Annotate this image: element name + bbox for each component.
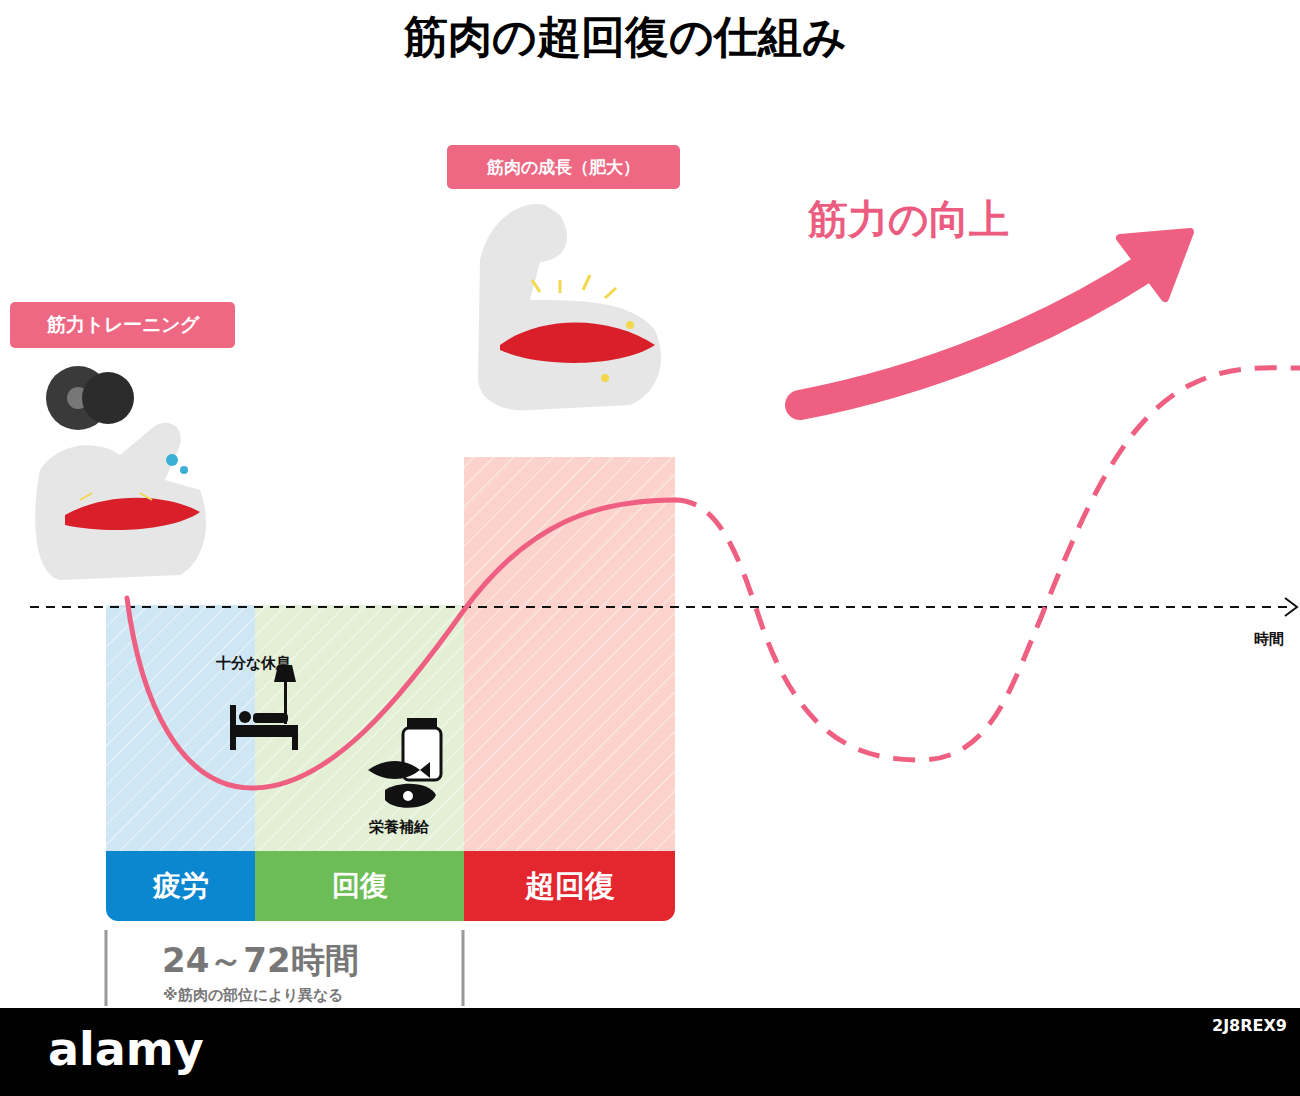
title: 筋肉の超回復の仕組み <box>404 8 847 67</box>
axis-label: 時間 <box>1254 630 1284 649</box>
note-label: ※筋肉の部位により異なる <box>163 986 343 1005</box>
improvement-arrow <box>800 265 1150 405</box>
icon-label: 栄養補給 <box>369 818 429 837</box>
food-icon <box>368 718 441 808</box>
watermark: alamy <box>48 1022 204 1076</box>
tag-box: 筋力トレーニング <box>10 302 235 348</box>
watermark-bar <box>0 1008 1300 1096</box>
node-text: 筋肉の成長（肥大） <box>487 156 640 179</box>
axis-arrowhead <box>1285 598 1297 616</box>
node-text: 疲労 <box>153 867 209 905</box>
bed-icon <box>230 665 298 750</box>
bracket-right <box>462 930 465 1006</box>
node-text: 回復 <box>332 867 388 905</box>
phase-band: 疲労 <box>106 851 255 921</box>
phase-band: 回復 <box>255 851 464 921</box>
training-arm <box>35 366 206 580</box>
improvement-arrowhead <box>1120 232 1190 298</box>
duration-label: 24～72時間 <box>162 938 359 984</box>
node-text: 超回復 <box>525 866 615 907</box>
phase-band: 超回復 <box>464 851 675 921</box>
tag-box: 筋肉の成長（肥大） <box>447 145 680 189</box>
icon-label: 十分な休息 <box>216 654 291 673</box>
node-text: 筋力トレーニング <box>47 312 199 338</box>
future-curve <box>675 368 1300 760</box>
headline-label: 筋力の向上 <box>808 192 1009 247</box>
bracket-left <box>105 930 108 1006</box>
flexed-arm <box>478 204 661 410</box>
image-id: 2J8REX9 <box>1212 1016 1287 1035</box>
time-axis <box>30 606 1290 608</box>
recovery-curve <box>127 500 675 788</box>
